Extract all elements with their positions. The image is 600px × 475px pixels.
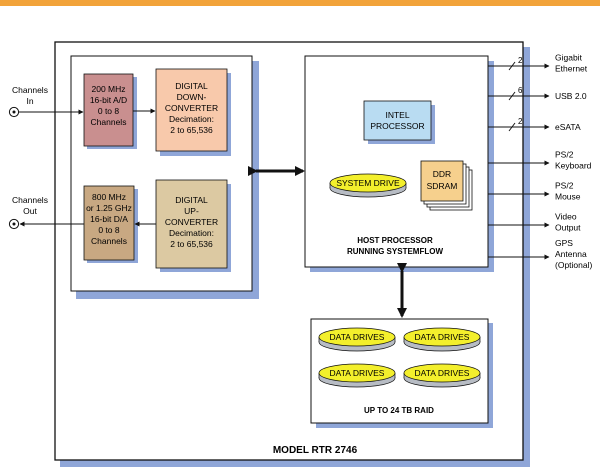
raid-label: UP TO 24 TB RAID [364, 406, 434, 415]
top-accent-bar [0, 0, 600, 6]
model-label: MODEL RTR 2746 [273, 445, 358, 456]
data-drive-icon [403, 363, 481, 388]
ddr-sdram-stack [420, 160, 473, 211]
dac-label-line: Channels [91, 236, 127, 246]
io-port-label: Mouse [555, 192, 581, 202]
data-drive-label: DATA DRIVES [330, 368, 385, 378]
channels-in-connector [8, 106, 84, 118]
ddr-label-line: DDR [433, 169, 451, 179]
data-drive-icon [403, 327, 481, 352]
io-port-label: Keyboard [555, 161, 592, 171]
data-drive-label: DATA DRIVES [415, 368, 470, 378]
duc-label-group: DIGITAL UP- CONVERTER Decimation: 2 to 6… [165, 195, 218, 249]
dac-label-line: 0 to 8 [98, 225, 120, 235]
system-drive-icon [329, 173, 407, 198]
channels-in-label-line: In [26, 96, 33, 106]
dac-label-line: 800 MHz [92, 192, 126, 202]
ddc-label-line: CONVERTER [165, 103, 218, 113]
io-port-label: GPS [555, 238, 573, 248]
host-label-line: RUNNING SYSTEMFLOW [347, 247, 443, 256]
adc-label-line: Channels [91, 117, 127, 127]
system-drive-label: SYSTEM DRIVE [336, 178, 400, 188]
ddc-label-line: 2 to 65,536 [170, 125, 213, 135]
ddc-label-line: Decimation: [169, 114, 214, 124]
adc-block [83, 73, 134, 147]
adc-label-line: 0 to 8 [98, 106, 120, 116]
dac-label-group: 800 MHz or 1.25 GHz 16-bit D/A 0 to 8 Ch… [86, 192, 132, 246]
io-port-label: USB 2.0 [555, 91, 587, 101]
io-port-label: Output [555, 223, 581, 233]
ddc-label-line: DIGITAL [175, 81, 208, 91]
intel-label-line: PROCESSOR [370, 121, 424, 131]
io-port-label: eSATA [555, 122, 581, 132]
ddc-label-group: DIGITAL DOWN- CONVERTER Decimation: 2 to… [165, 81, 218, 135]
io-port-count: 6 [518, 86, 523, 95]
io-port-label: Antenna [555, 249, 587, 259]
dac-block [83, 185, 135, 261]
io-port-label: PS/2 [555, 181, 574, 191]
io-port-label: Ethernet [555, 64, 588, 74]
data-drives-group: DATA DRIVES DATA DRIVES DATA DRIVES DATA DR… [318, 327, 481, 388]
dac-label-line: 16-bit D/A [90, 214, 128, 224]
channels-out-label-line: Out [23, 206, 37, 216]
channels-in-label-line: Channels [12, 85, 48, 95]
dac-label-line: or 1.25 GHz [86, 203, 132, 213]
io-port-2: 2 eSATA [488, 117, 581, 132]
duc-label-line: Decimation: [169, 228, 214, 238]
host-label-line: HOST PROCESSOR [357, 236, 433, 245]
adc-label-line: 16-bit A/D [90, 95, 127, 105]
io-port-label: PS/2 [555, 150, 574, 160]
duc-label-line: UP- [184, 206, 199, 216]
channels-out-label-line: Channels [12, 195, 48, 205]
duc-label-line: DIGITAL [175, 195, 208, 205]
duc-label-line: 2 to 65,536 [170, 239, 213, 249]
io-port-label: Video [555, 212, 577, 222]
intel-processor-block [363, 100, 432, 141]
adc-label-group: 200 MHz 16-bit A/D 0 to 8 Channels [90, 84, 127, 127]
data-drive-icon [318, 327, 396, 352]
io-port-count: 2 [518, 56, 523, 65]
ddc-label-line: DOWN- [177, 92, 207, 102]
io-port-count: 2 [518, 117, 523, 126]
adc-label-line: 200 MHz [91, 84, 125, 94]
system-drive-disk [329, 173, 407, 198]
ddc-block [155, 68, 228, 152]
intel-label-line: INTEL [385, 110, 409, 120]
data-drive-label: DATA DRIVES [330, 332, 385, 342]
duc-label-line: CONVERTER [165, 217, 218, 227]
data-drive-icon [318, 363, 396, 388]
io-port-label: Gigabit [555, 53, 583, 63]
data-drive-label: DATA DRIVES [415, 332, 470, 342]
duc-block [155, 179, 228, 269]
io-port-label: (Optional) [555, 260, 592, 270]
ddr-label-line: SDRAM [427, 181, 458, 191]
channels-out-connector [8, 218, 84, 230]
